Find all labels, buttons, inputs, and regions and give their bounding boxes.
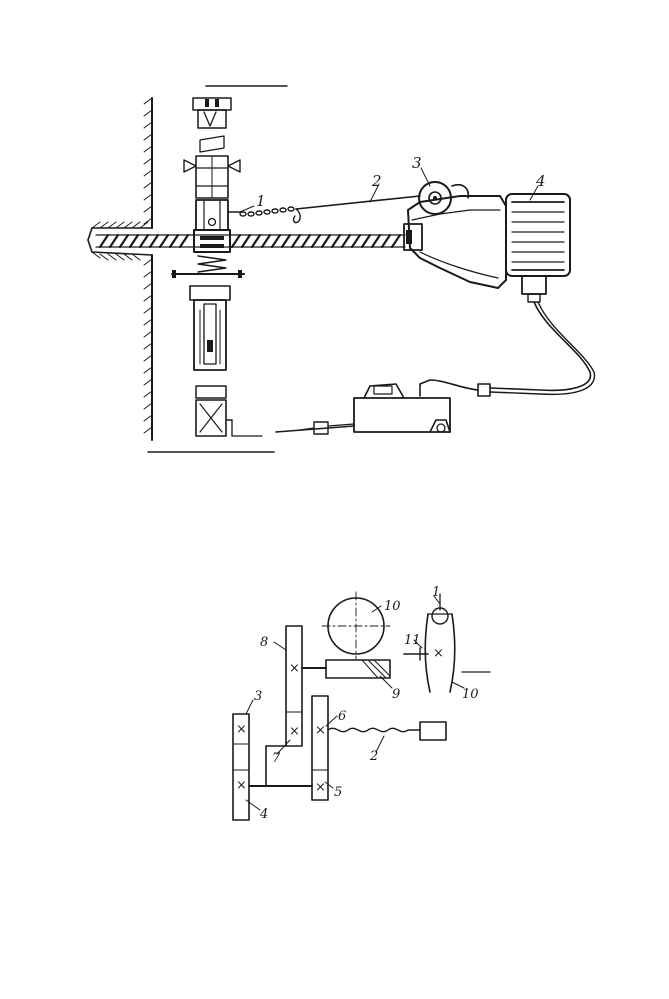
label-10-front: 10 bbox=[384, 599, 401, 614]
svg-text:×: × bbox=[236, 778, 247, 793]
label-8: 8 bbox=[260, 635, 268, 650]
chain bbox=[240, 196, 420, 223]
label-2: 2 bbox=[369, 749, 378, 764]
label-2: 2 bbox=[371, 172, 382, 190]
motor-box bbox=[420, 722, 446, 740]
svg-text:×: × bbox=[236, 722, 247, 737]
worm-9 bbox=[326, 660, 390, 678]
leaders-top bbox=[240, 168, 538, 212]
label-5: 5 bbox=[334, 785, 342, 800]
drill-motor bbox=[404, 182, 570, 302]
label-4: 4 bbox=[259, 807, 268, 822]
label-1: 1 bbox=[432, 585, 440, 600]
figure-bottom: × × × × × × × bbox=[233, 585, 490, 822]
control-box bbox=[276, 384, 450, 434]
label-7: 7 bbox=[272, 751, 281, 766]
svg-text:×: × bbox=[433, 646, 444, 661]
label-4: 4 bbox=[535, 172, 546, 190]
leaders-bottom bbox=[246, 596, 464, 810]
label-11: 11 bbox=[404, 633, 421, 648]
svg-text:×: × bbox=[315, 723, 326, 738]
rock-wall bbox=[88, 98, 152, 440]
power-cable bbox=[420, 302, 594, 396]
svg-text:×: × bbox=[289, 724, 300, 739]
flex-shaft-2 bbox=[328, 728, 420, 731]
label-6: 6 bbox=[338, 709, 346, 724]
label-10-side: 10 bbox=[462, 687, 479, 702]
label-3: 3 bbox=[254, 689, 262, 704]
auger-rod bbox=[96, 235, 405, 247]
label-3: 3 bbox=[412, 154, 422, 172]
svg-text:×: × bbox=[289, 661, 300, 676]
figure-top: 1 2 3 4 bbox=[88, 86, 594, 452]
support-column bbox=[172, 98, 262, 436]
svg-text:×: × bbox=[315, 780, 326, 795]
label-9: 9 bbox=[392, 687, 400, 702]
label-1: 1 bbox=[256, 192, 266, 210]
